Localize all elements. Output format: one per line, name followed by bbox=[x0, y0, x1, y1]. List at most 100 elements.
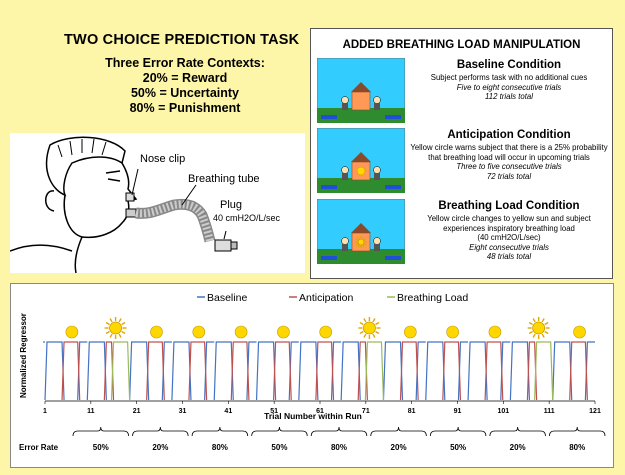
character-left-body bbox=[342, 103, 348, 110]
sun-icon bbox=[358, 317, 381, 339]
x-tick-label: 21 bbox=[133, 408, 141, 415]
yellow-circle-icon bbox=[446, 325, 459, 339]
context-reward: 20% = Reward bbox=[142, 71, 228, 85]
condition-name: Breathing Load Condition bbox=[438, 200, 580, 212]
anticipation-segment bbox=[569, 341, 588, 401]
error-rate-value: 50% bbox=[450, 443, 466, 452]
nose-clip-label: Nose clip bbox=[140, 153, 186, 165]
error-rate-brace bbox=[370, 426, 427, 437]
baseline-segment bbox=[213, 341, 234, 401]
baseline-segment bbox=[86, 341, 107, 401]
baseline-segment bbox=[552, 341, 573, 401]
plug-label: Plug bbox=[220, 199, 243, 211]
error-rate-value: 80% bbox=[569, 443, 585, 452]
pond-right bbox=[385, 115, 401, 119]
error-rate-value: 20% bbox=[152, 443, 168, 452]
context-punishment: 80% = Punishment bbox=[129, 101, 241, 115]
anticipation-segment bbox=[315, 341, 335, 401]
load-segment bbox=[110, 341, 131, 401]
baseline-segment bbox=[255, 341, 277, 401]
x-tick-label: 31 bbox=[179, 408, 187, 415]
condition-trials: Three to five consecutive trials bbox=[456, 162, 562, 172]
character-right-head bbox=[373, 96, 381, 104]
context-uncertainty: 50% = Uncertainty bbox=[130, 86, 240, 100]
x-tick-label: 1 bbox=[43, 408, 47, 415]
condition-total: 48 trials total bbox=[486, 252, 532, 262]
x-tick-label: 51 bbox=[270, 408, 278, 415]
error-rate-brace bbox=[310, 426, 368, 437]
x-tick-label: 91 bbox=[454, 408, 462, 415]
baseline-segment bbox=[457, 341, 469, 401]
ground bbox=[317, 108, 405, 123]
legend-label: Anticipation bbox=[299, 292, 353, 304]
baseline-segment bbox=[584, 341, 595, 401]
baseline-segment bbox=[246, 341, 257, 401]
error-rate-value: 20% bbox=[391, 443, 407, 452]
error-rate-value: 50% bbox=[271, 443, 287, 452]
error-rate-brace bbox=[429, 426, 487, 437]
yellow-circle-icon bbox=[488, 325, 502, 339]
baseline-scene bbox=[317, 58, 405, 123]
yellow-circle-icon bbox=[356, 166, 366, 176]
condition-trials: Five to eight consecutive trials bbox=[456, 82, 562, 92]
anticipation-segment bbox=[61, 341, 81, 401]
baseline-segment bbox=[330, 341, 342, 401]
anticipation-segment bbox=[188, 341, 208, 401]
x-tick-label: 121 bbox=[589, 408, 601, 415]
x-tick-label: 11 bbox=[87, 408, 95, 415]
character-right-body bbox=[374, 244, 380, 251]
baseline-segment bbox=[500, 341, 511, 401]
ground bbox=[317, 178, 405, 193]
character-right-body bbox=[374, 173, 380, 180]
x-tick-label: 111 bbox=[544, 408, 555, 415]
contexts-heading: Three Error Rate Contexts: bbox=[105, 56, 265, 70]
x-tick-label: 41 bbox=[224, 408, 232, 415]
breathing-load-scene bbox=[317, 199, 405, 264]
baseline-segment bbox=[382, 341, 404, 401]
pond-left bbox=[321, 185, 337, 189]
character-right-body bbox=[374, 103, 380, 110]
load-segment bbox=[534, 341, 554, 401]
baseline-condition: Baseline Condition Subject performs task… bbox=[317, 58, 609, 123]
ground bbox=[317, 249, 405, 264]
yellow-circle-icon bbox=[277, 325, 290, 339]
baseline-regressor bbox=[43, 341, 595, 401]
condition-pressure: (40 cmH2O/L/sec) bbox=[477, 233, 541, 243]
breathing-apparatus-illustration: Nose clip Breathing tube Plug 40 cmH2O/L… bbox=[10, 133, 305, 273]
error-rate-brace bbox=[72, 426, 129, 437]
baseline-segment bbox=[77, 341, 88, 401]
baseline-segment bbox=[288, 341, 299, 401]
condition-name: Baseline Condition bbox=[456, 59, 562, 71]
anticipation-segment bbox=[442, 341, 462, 401]
character-left-body bbox=[342, 244, 348, 251]
baseline-segment bbox=[509, 341, 531, 401]
yellow-circle-icon bbox=[150, 325, 163, 339]
anticipation-segment bbox=[484, 341, 504, 401]
character-left-body bbox=[342, 173, 348, 180]
error-rate-value: 80% bbox=[212, 443, 228, 452]
character-left-head bbox=[341, 237, 349, 245]
character-right-head bbox=[373, 166, 381, 174]
house-roof bbox=[351, 152, 371, 162]
error-rate-contexts: Three Error Rate Contexts: 20% = Reward … bbox=[95, 56, 275, 116]
error-rate-brace bbox=[549, 426, 606, 437]
anticipation-scene bbox=[317, 128, 405, 193]
baseline-segment bbox=[129, 341, 150, 401]
yellow-circle-icon bbox=[234, 325, 248, 339]
baseline-segment bbox=[298, 341, 319, 401]
baseline-segment bbox=[415, 341, 426, 401]
condition-description: Yellow circle warns subject that there i… bbox=[410, 143, 608, 162]
yellow-circle-icon bbox=[192, 325, 206, 339]
pond-right bbox=[385, 256, 401, 260]
yellow-circle-icon bbox=[319, 325, 333, 339]
pond-left bbox=[321, 115, 337, 119]
load-segment bbox=[364, 341, 385, 401]
condition-total: 72 trials total bbox=[486, 171, 532, 181]
condition-trials: Eight consecutive trials bbox=[469, 242, 549, 252]
breathing-tube-label: Breathing tube bbox=[188, 173, 260, 185]
subject-face-drawing bbox=[10, 136, 238, 273]
sun-icon bbox=[104, 317, 127, 339]
x-tick-label: 71 bbox=[362, 408, 370, 415]
